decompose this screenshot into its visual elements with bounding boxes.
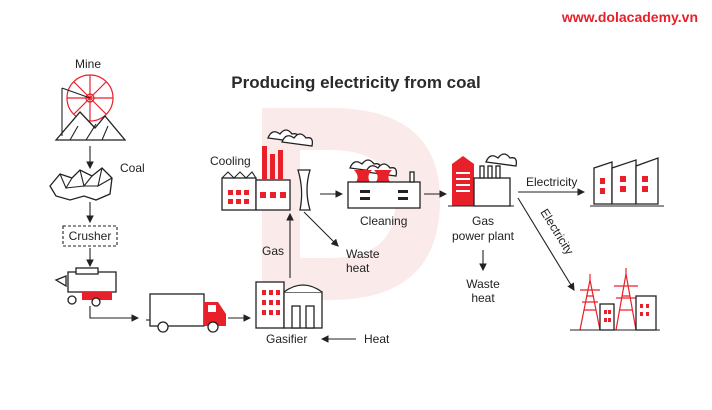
crusher-box xyxy=(62,225,118,247)
gas-power-plant-label-line1: Gas xyxy=(472,214,494,228)
mine-label: Mine xyxy=(75,57,101,71)
gasifier-label: Gasifier xyxy=(266,332,307,346)
cleaning-label: Cleaning xyxy=(360,214,407,228)
arrow-crusher-truck xyxy=(89,306,140,322)
city-buildings-icon xyxy=(590,157,664,207)
electricity-horizontal-label: Electricity xyxy=(526,175,577,189)
electricity-diagonal-label: Electricity xyxy=(537,206,576,257)
gas-label: Gas xyxy=(262,244,284,258)
mine-icon xyxy=(54,74,127,141)
waste-heat-1-label-line2: heat xyxy=(346,261,370,275)
arrow-electricity-pylons xyxy=(517,197,575,291)
brand-url: www.dolacademy.vn xyxy=(561,9,698,25)
crusher-machine-icon xyxy=(54,267,117,307)
waste-heat-2-label-line2: heat xyxy=(471,291,495,305)
crusher-label: Crusher xyxy=(69,229,112,243)
cooling-plant-icon xyxy=(221,129,314,211)
cleaning-plant-icon xyxy=(347,159,421,209)
cooling-label: Cooling xyxy=(210,154,251,168)
heat-label: Heat xyxy=(364,332,390,346)
waste-heat-2-label-line1: Waste xyxy=(466,277,500,291)
gasifier-icon xyxy=(255,281,323,329)
power-pylons-icon xyxy=(570,268,660,331)
diagram-title: Producing electricity from coal xyxy=(231,73,480,92)
truck-icon xyxy=(146,293,226,333)
gas-power-plant-label-line2: power plant xyxy=(452,229,515,243)
gas-power-plant-icon xyxy=(448,153,518,207)
coal-icon xyxy=(49,167,113,201)
waste-heat-1-label-line1: Waste xyxy=(346,247,380,261)
coal-label: Coal xyxy=(120,161,145,175)
arrow-cooling-wasteheat xyxy=(303,211,339,247)
